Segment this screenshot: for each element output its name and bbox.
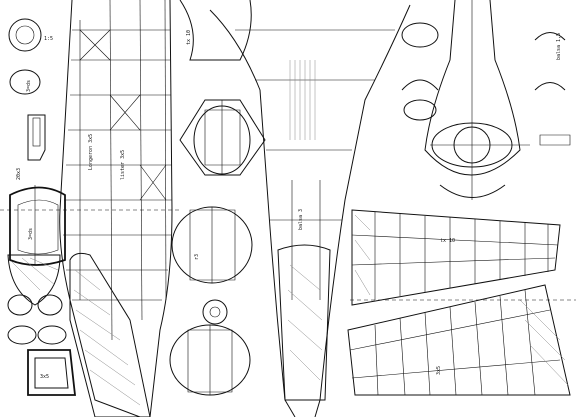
fuselage-top-view: balsa 3 <box>209 4 411 417</box>
bulkhead-b-label: 3=ds <box>28 228 34 240</box>
tail-top-view <box>424 0 530 200</box>
center-ring <box>202 299 228 325</box>
fairing-label: balsa 3 <box>298 209 304 230</box>
fuselage-lower-section <box>69 252 151 417</box>
center-former-hex <box>179 99 266 176</box>
cowl-part: 20x3 <box>16 114 46 180</box>
center-former-bottom <box>169 324 251 396</box>
former-top-label: tx 10 <box>186 30 192 45</box>
tail-bulkhead: 3x5 <box>27 349 77 396</box>
longeron-label: Longeron 3x5 <box>88 134 94 170</box>
rib-label: r3 <box>194 254 200 260</box>
bulkhead-a-label: 3=ds <box>26 80 32 92</box>
tail-a-label: 3x5 <box>40 374 49 380</box>
front-view-label: 1:5 <box>44 36 53 42</box>
lower-bulkhead <box>7 254 61 306</box>
small-tail-parts: balsa 1,5 <box>401 22 571 146</box>
construction-lines <box>0 209 576 301</box>
center-former-top: tx 10 <box>179 0 252 61</box>
wing-panel-lower: 3x5 <box>347 284 571 396</box>
center-former-wide: r3 <box>171 206 253 284</box>
small-formers <box>7 294 67 345</box>
main-bulkhead: 3=ds <box>9 185 66 266</box>
fuselage-side-view: Longeron 3x5 lister 3x5 <box>59 0 173 417</box>
wing-panel-upper: tx 10 <box>351 209 561 306</box>
tail-b-label: 3x5 <box>436 366 442 375</box>
front-view-ring: 1:5 <box>8 18 53 52</box>
wheel-detail: 3=ds <box>9 69 41 95</box>
nose-label: 20x3 <box>16 168 22 180</box>
spar-label: lister 3x5 <box>120 150 126 180</box>
wing-rib-label: tx 10 <box>440 238 455 244</box>
fin-label: balsa 1,5 <box>556 33 562 60</box>
